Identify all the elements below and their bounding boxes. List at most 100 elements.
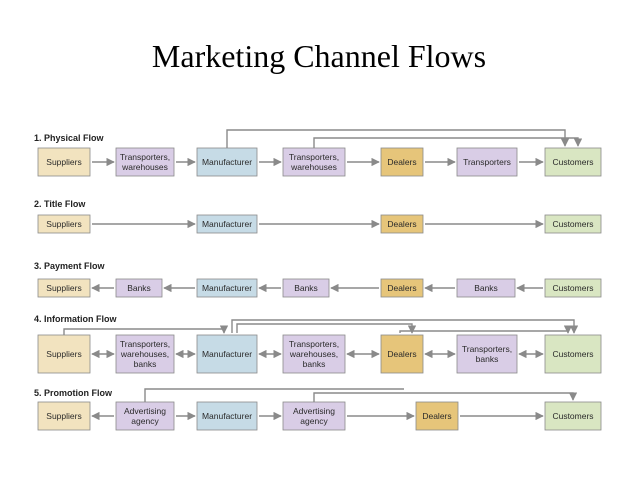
flow-box-transporters-warehouses: Transporters,warehouses — [282, 147, 346, 177]
box-shape — [544, 147, 602, 177]
flow-box-customers: Customers — [544, 401, 602, 431]
box-text: Suppliers — [46, 283, 81, 293]
bypass-arrow — [236, 323, 417, 334]
box-shape — [380, 334, 424, 374]
flow-label: 5. Promotion Flow — [34, 388, 113, 398]
box-text: warehouses, — [120, 349, 169, 359]
box-text: Advertising — [124, 406, 166, 416]
flow-box-manufacturer: Manufacturer — [196, 401, 258, 431]
box-text: Transporters, — [120, 339, 170, 349]
box-shape — [115, 147, 175, 177]
box-text: Suppliers — [46, 411, 81, 421]
box-shape — [415, 401, 459, 431]
box-shape — [37, 214, 91, 234]
box-text: Manufacturer — [202, 219, 252, 229]
flow-box-customers: Customers — [544, 214, 602, 234]
box-shape — [380, 147, 424, 177]
box-text: Banks — [127, 283, 151, 293]
box-text: Customers — [552, 283, 593, 293]
flow-box-transporters-warehouses: Transporters,warehouses — [115, 147, 175, 177]
box-text: Customers — [552, 349, 593, 359]
box-shape — [196, 214, 258, 234]
flow-box-transporters-warehouses-banks: Transporters,warehouses,banks — [115, 334, 175, 374]
bypass-arrow — [231, 319, 579, 334]
box-shape — [380, 278, 424, 298]
flow-box-customers: Customers — [544, 278, 602, 298]
page-title: Marketing Channel Flows — [151, 38, 487, 74]
box-text: Suppliers — [46, 219, 81, 229]
box-text: Customers — [552, 219, 593, 229]
flow-box-dealers: Dealers — [415, 401, 459, 431]
box-text: Transporters, — [120, 152, 170, 162]
box-shape — [544, 334, 602, 374]
bypass-arrow — [63, 325, 229, 335]
box-text: Manufacturer — [202, 349, 252, 359]
box-shape — [282, 278, 330, 298]
box-shape — [196, 278, 258, 298]
box-text: Transporters — [463, 157, 511, 167]
flow-box-suppliers: Suppliers — [37, 401, 91, 431]
box-text: warehouses — [290, 162, 337, 172]
box-text: banks — [303, 359, 326, 369]
flow-box-suppliers: Suppliers — [37, 334, 91, 374]
flow-box-dealers: Dealers — [380, 214, 424, 234]
flow-label: 1. Physical Flow — [34, 133, 105, 143]
box-text: Transporters, — [462, 344, 512, 354]
box-text: banks — [134, 359, 157, 369]
flow-box-customers: Customers — [544, 147, 602, 177]
box-text: Transporters, — [289, 339, 339, 349]
bypass-line — [144, 388, 404, 402]
box-shape — [37, 147, 91, 177]
flow-box-suppliers: Suppliers — [37, 214, 91, 234]
flow-box-manufacturer: Manufacturer — [196, 334, 258, 374]
box-shape — [456, 278, 516, 298]
box-shape — [282, 147, 346, 177]
box-text: Customers — [552, 411, 593, 421]
flow-label: 3. Payment Flow — [34, 261, 106, 271]
box-text: Dealers — [422, 411, 451, 421]
flow-box-transporters: Transporters — [456, 147, 518, 177]
flow-box-suppliers: Suppliers — [37, 278, 91, 298]
bypass-arrow — [313, 137, 583, 148]
flow-box-transporters-banks: Transporters,banks — [456, 334, 518, 374]
flow-box-customers: Customers — [544, 334, 602, 374]
box-text: Manufacturer — [202, 157, 252, 167]
box-text: Suppliers — [46, 349, 81, 359]
box-text: Banks — [474, 283, 498, 293]
flow-box-banks: Banks — [456, 278, 516, 298]
flow-label: 2. Title Flow — [34, 199, 86, 209]
box-shape — [37, 278, 91, 298]
bypass-arrow — [226, 129, 570, 148]
flow-box-dealers: Dealers — [380, 147, 424, 177]
box-shape — [196, 334, 258, 374]
flow-box-suppliers: Suppliers — [37, 147, 91, 177]
box-text: Customers — [552, 157, 593, 167]
box-shape — [115, 334, 175, 374]
flow-label: 4. Information Flow — [34, 314, 117, 324]
bypass-arrow — [313, 392, 578, 402]
flow-box-banks: Banks — [282, 278, 330, 298]
flow-box-transporters-warehouses-banks: Transporters,warehouses,banks — [282, 334, 346, 374]
box-shape — [196, 147, 258, 177]
box-shape — [37, 401, 91, 431]
box-text: agency — [300, 416, 328, 426]
flow-box-manufacturer: Manufacturer — [196, 147, 258, 177]
box-shape — [196, 401, 258, 431]
box-shape — [115, 401, 175, 431]
box-text: warehouses — [121, 162, 168, 172]
box-shape — [37, 334, 91, 374]
box-text: Dealers — [387, 219, 416, 229]
box-text: banks — [476, 354, 499, 364]
box-text: Suppliers — [46, 157, 81, 167]
box-text: Dealers — [387, 283, 416, 293]
box-text: Banks — [294, 283, 318, 293]
flow-box-dealers: Dealers — [380, 278, 424, 298]
box-text: Transporters, — [289, 152, 339, 162]
box-text: Dealers — [387, 349, 416, 359]
bypass-arrow — [399, 325, 573, 334]
box-shape — [282, 334, 346, 374]
box-text: Dealers — [387, 157, 416, 167]
